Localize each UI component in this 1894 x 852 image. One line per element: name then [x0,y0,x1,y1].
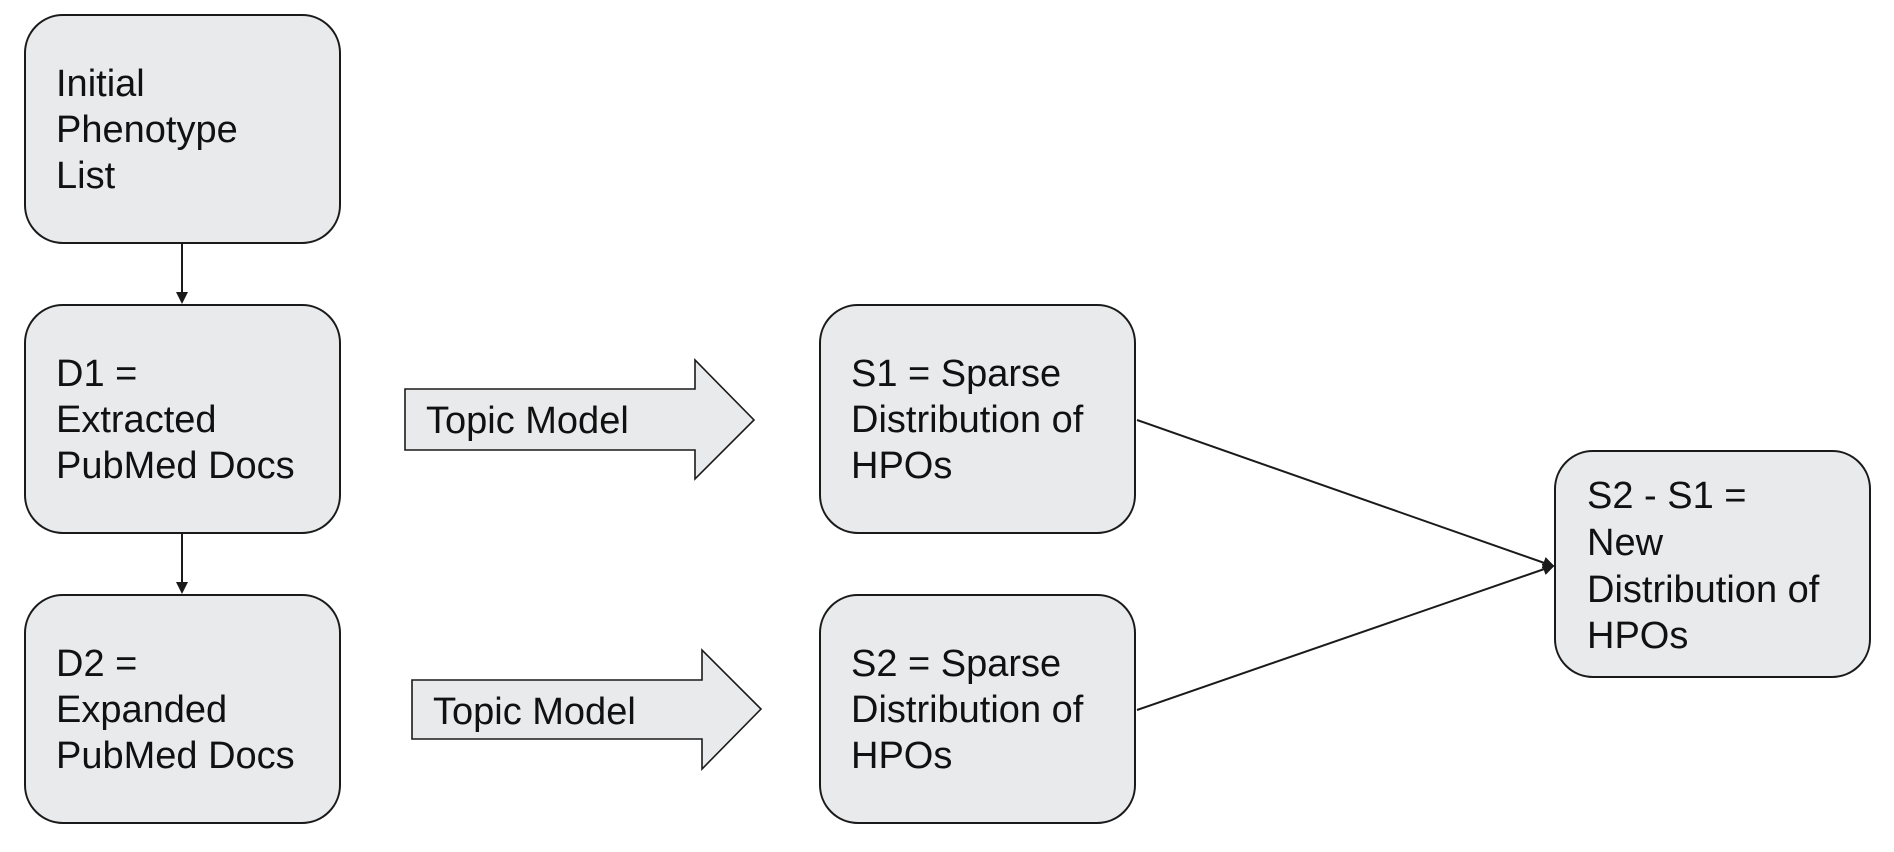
node-label-line: PubMed Docs [56,445,295,487]
topic-model-arrow-2: Topic Model [411,648,763,771]
node-label-line: HPOs [851,735,952,777]
node-initial-phenotype-list: Initial Phenotype List [24,14,341,244]
node-new-distribution-result: S2 - S1 = New Distribution of HPOs [1554,450,1871,678]
node-d1-extracted-docs: D1 = Extracted PubMed Docs [24,304,341,534]
node-label-line: D1 = [56,353,137,395]
connector-s2-to-result [1136,563,1555,711]
node-label-line: Extracted [56,399,217,441]
node-label-line: Distribution of [851,689,1084,731]
node-label-line: New [1587,522,1664,564]
node-label-line: Expanded [56,689,227,731]
node-label-line: S1 = Sparse [851,353,1061,395]
arrow-label: Topic Model [433,691,636,733]
node-label-line: S2 - S1 = [1587,475,1746,517]
node-label-line: Distribution of [1587,569,1820,611]
node-s2-sparse-distribution: S2 = Sparse Distribution of HPOs [819,594,1136,824]
node-label-line: List [56,155,116,197]
arrow-label: Topic Model [426,400,629,442]
node-label-line: Phenotype [56,109,238,151]
node-label-line: HPOs [851,445,952,487]
node-label-line: PubMed Docs [56,735,295,777]
node-label-line: Distribution of [851,399,1084,441]
node-label-line: D2 = [56,643,137,685]
connector-s1-to-result [1136,419,1555,569]
node-label-line: Initial [56,63,145,105]
node-label-line: S2 = Sparse [851,643,1061,685]
node-label-line: HPOs [1587,615,1688,657]
topic-model-arrow-1: Topic Model [404,358,756,481]
node-d2-expanded-docs: D2 = Expanded PubMed Docs [24,594,341,824]
node-s1-sparse-distribution: S1 = Sparse Distribution of HPOs [819,304,1136,534]
